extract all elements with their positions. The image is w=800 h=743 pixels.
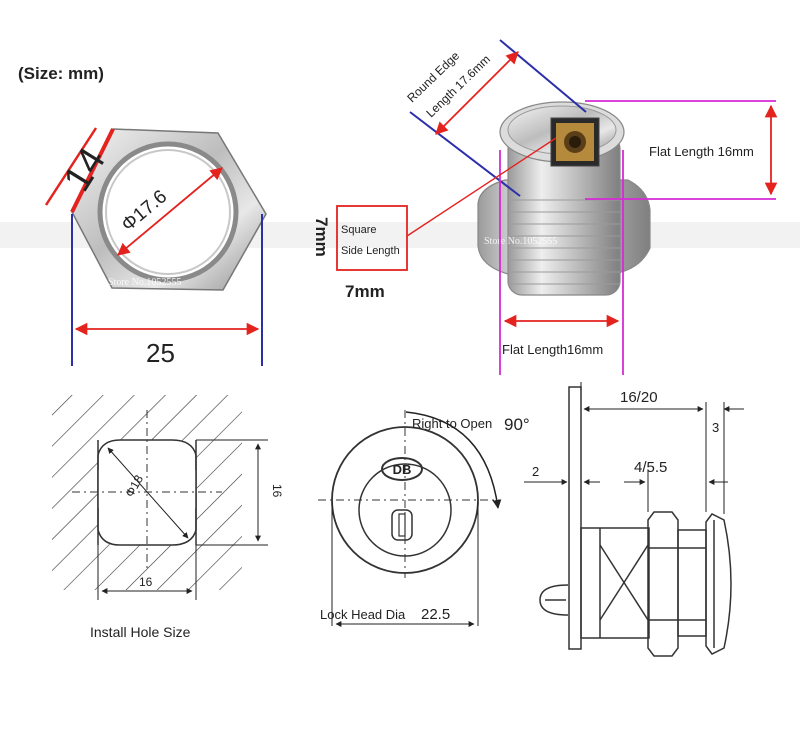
thread-label: 4/5.5	[634, 459, 667, 476]
lock-logo: DB	[393, 462, 412, 477]
cam-offset-label: 3	[712, 420, 719, 435]
square-label-1: Square	[341, 224, 376, 236]
hole-height-label: 16	[270, 484, 284, 498]
watermark-right: Store No.1052555	[484, 236, 557, 247]
flat-length-right-label: Flat Length 16mm	[649, 144, 754, 159]
nut-bore-dimension-line	[117, 167, 223, 256]
hole-diameter-line	[107, 447, 189, 539]
nut-width-label: 25	[146, 338, 175, 368]
square-leader-line	[406, 137, 557, 237]
square-label-2: Side Length	[341, 245, 400, 257]
square-side-box	[336, 205, 408, 271]
round-edge-dimension-line	[435, 51, 519, 135]
watermark-left: Store No.1052555	[108, 277, 181, 288]
install-hole-caption: Install Hole Size	[90, 624, 191, 640]
rotation-angle: 90°	[504, 415, 530, 434]
side-length-label: 16/20	[620, 389, 658, 406]
rotation-text: Right to Open	[412, 416, 492, 431]
size-note: (Size: mm)	[18, 64, 104, 83]
flange-label: 2	[532, 464, 539, 479]
square-bottom-label: 7mm	[345, 282, 385, 301]
nut-side-dimension-line	[44, 127, 98, 206]
lock-head-front	[318, 410, 500, 578]
lock-head-dia-text: Lock Head Dia	[320, 607, 406, 622]
cam-lock-body	[477, 101, 651, 296]
rotation-arrow	[405, 411, 502, 509]
hole-width-label: 16	[139, 575, 153, 589]
square-vertical-label: 7mm	[312, 217, 331, 257]
cam-lock-side-view	[539, 386, 732, 657]
lock-head-dia-value: 22.5	[421, 606, 450, 623]
flat-length-bottom-label: Flat Length16mm	[502, 342, 603, 357]
